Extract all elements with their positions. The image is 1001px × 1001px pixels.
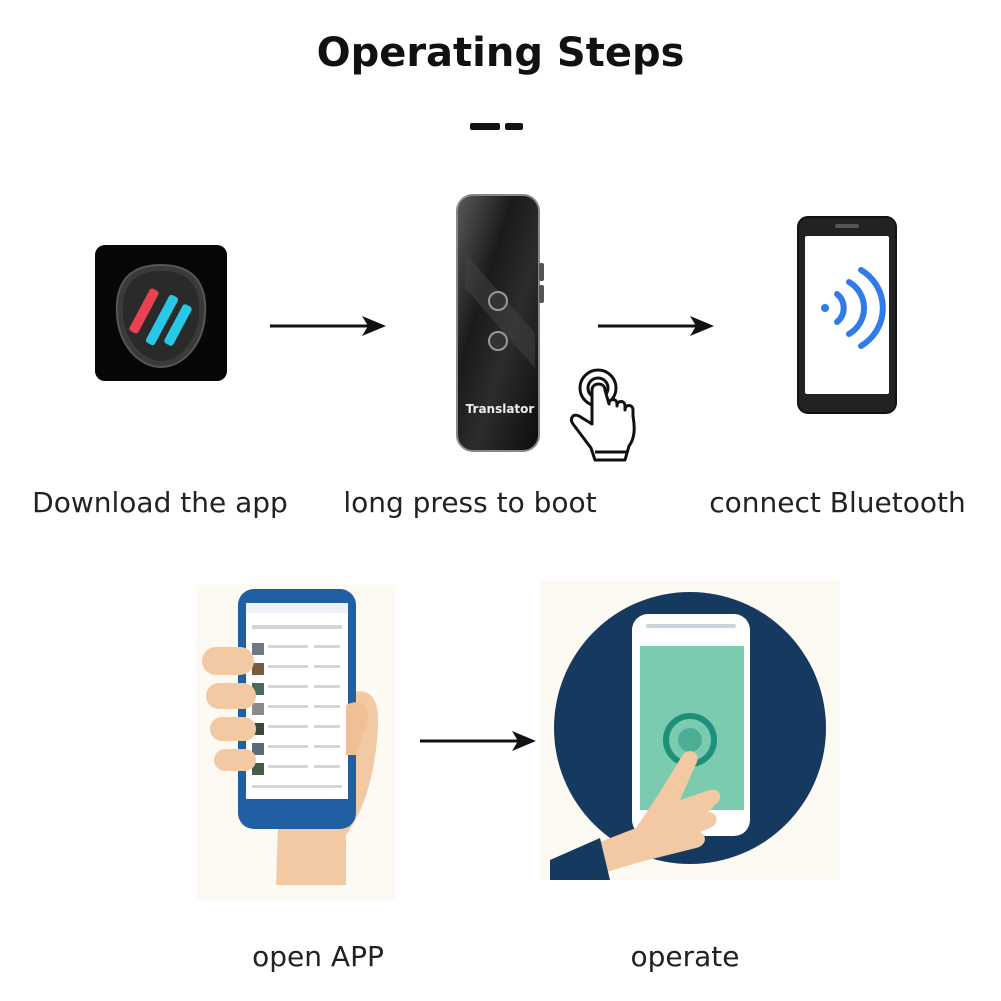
arrow-right-icon bbox=[420, 731, 536, 751]
device-label: Translator bbox=[465, 402, 535, 416]
title-divider-dash bbox=[470, 123, 500, 130]
title-divider-dash-short bbox=[505, 123, 523, 130]
app-icon bbox=[95, 245, 227, 381]
finger-tap-phone-icon bbox=[540, 580, 840, 880]
translator-device-icon bbox=[456, 194, 544, 452]
step-label-bluetooth: connect Bluetooth bbox=[709, 486, 966, 519]
tap-hand-icon bbox=[569, 368, 636, 462]
page-title: Operating Steps bbox=[316, 30, 685, 76]
step-label-open-app: open APP bbox=[252, 940, 384, 973]
step-label-download: Download the app bbox=[32, 486, 288, 519]
step-label-boot: long press to boot bbox=[343, 486, 597, 519]
hand-holding-phone-icon bbox=[196, 585, 396, 900]
step-label-operate: operate bbox=[630, 940, 740, 973]
arrow-right-icon bbox=[270, 316, 386, 336]
arrow-right-icon bbox=[598, 316, 714, 336]
bluetooth-phone-icon bbox=[797, 216, 897, 414]
